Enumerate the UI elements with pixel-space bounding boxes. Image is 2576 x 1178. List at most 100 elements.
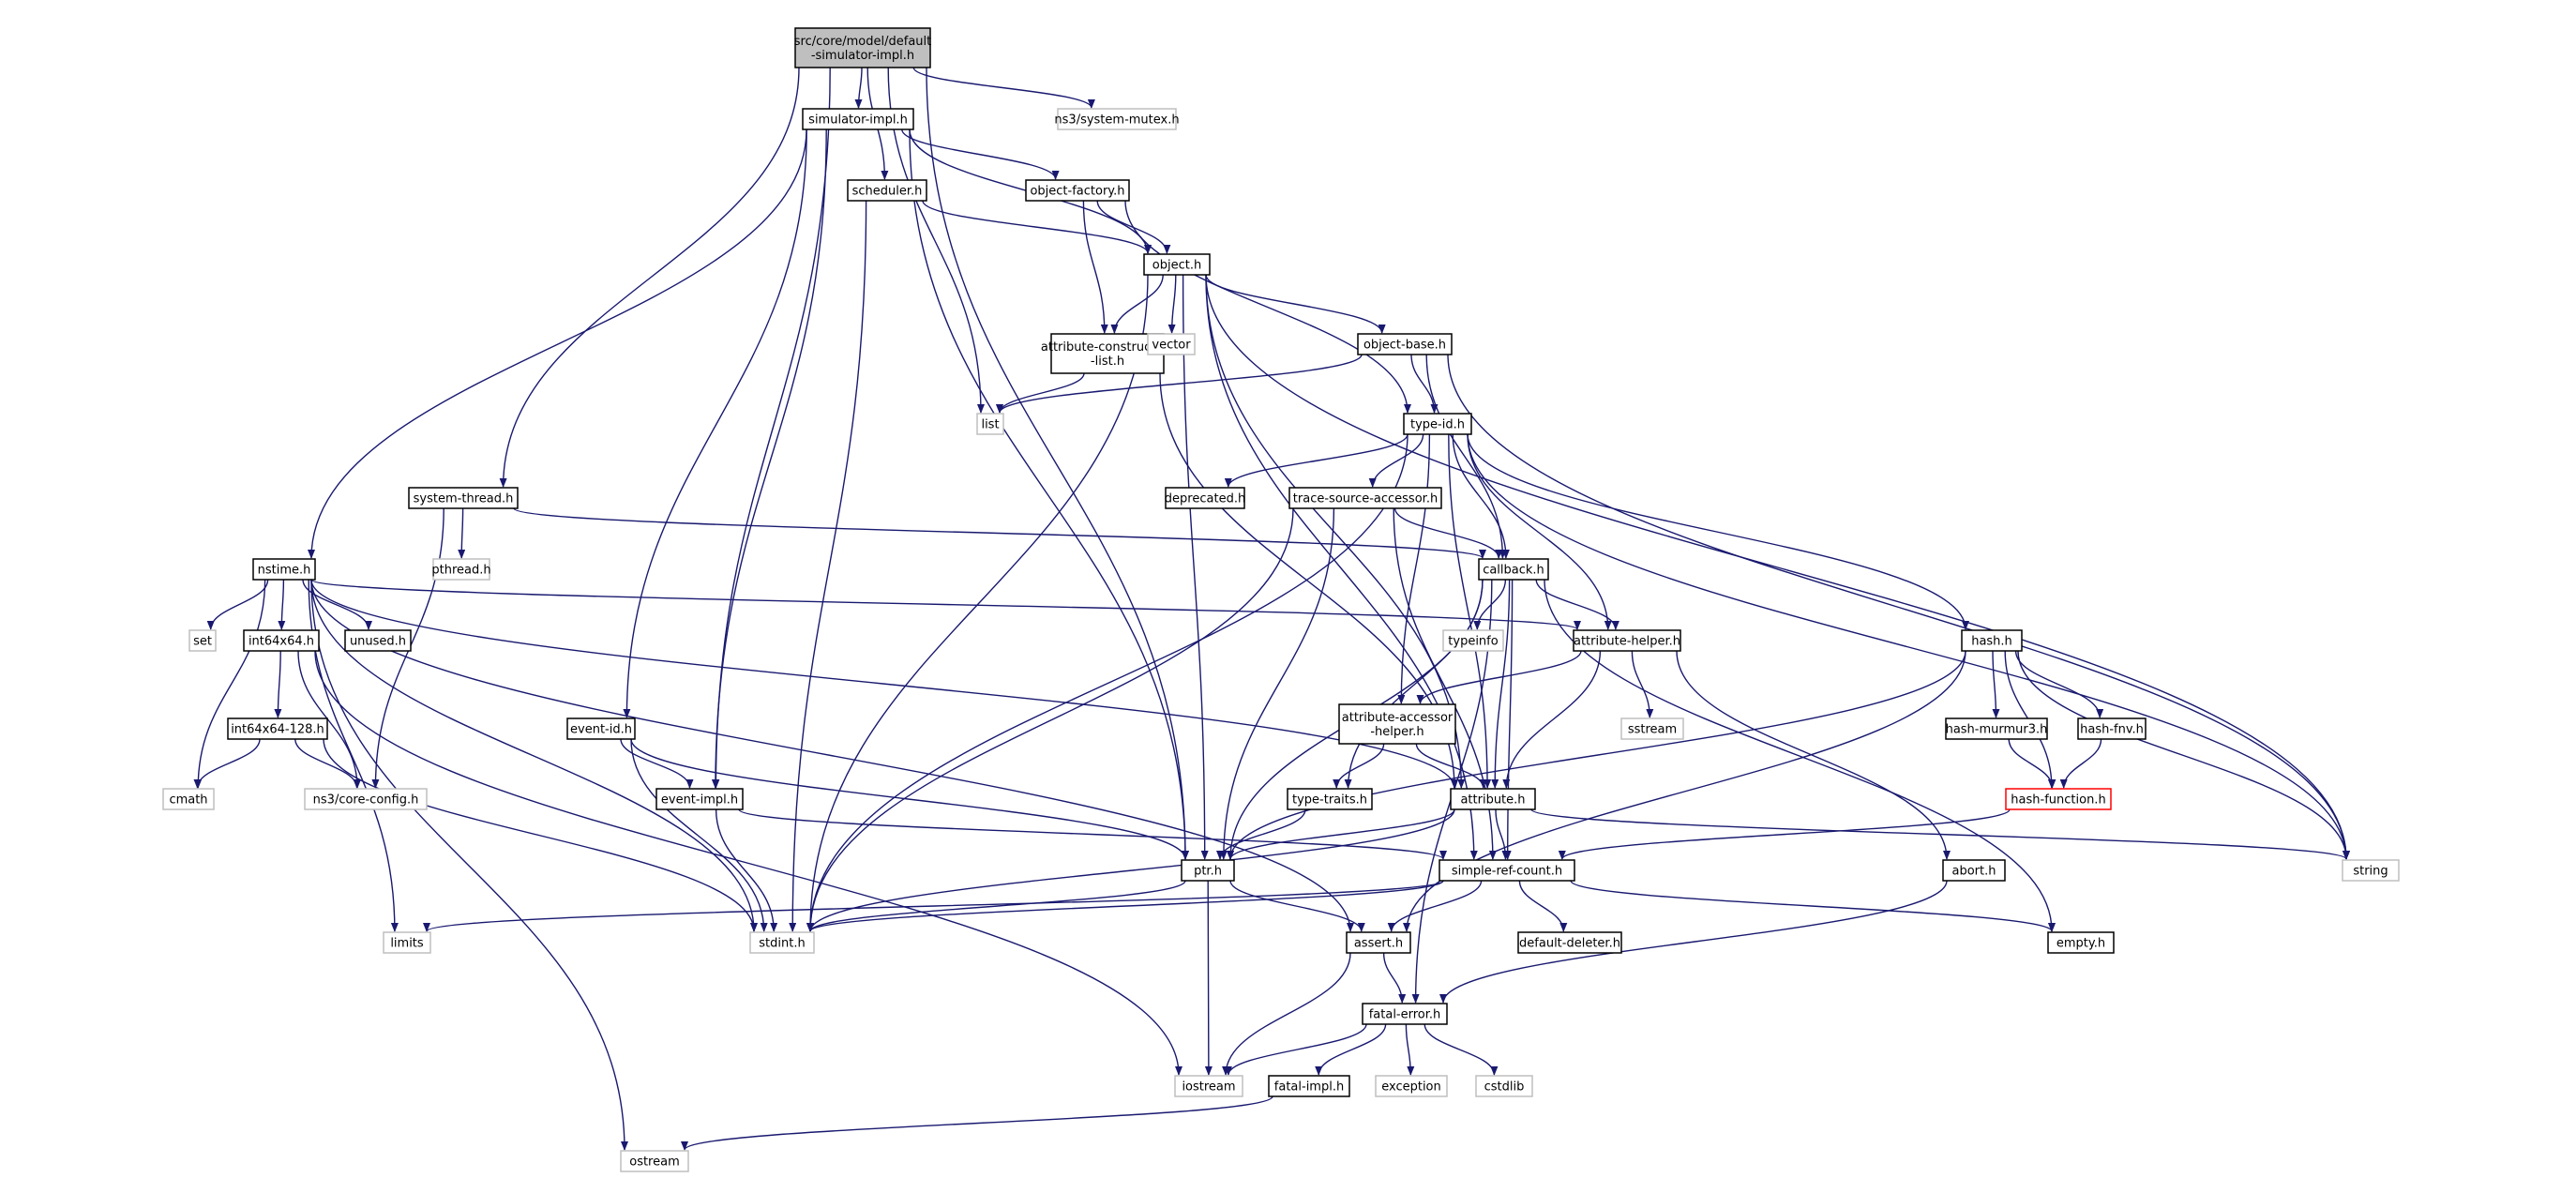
- node-hash[interactable]: hash.h: [1961, 629, 2023, 652]
- node-label-object-factory: object-factory.h: [1030, 185, 1124, 199]
- node-assert[interactable]: assert.h: [1346, 931, 1411, 954]
- node-unused[interactable]: unused.h: [344, 629, 412, 652]
- edge-fatal-error-to-cstdlib: [1424, 1023, 1499, 1076]
- node-label-pthread: pthread.h: [431, 564, 490, 578]
- node-event-impl[interactable]: event-impl.h: [655, 788, 744, 810]
- edge-int64x64-128-to-stdint: [323, 738, 758, 932]
- node-label-ptr: ptr.h: [1194, 865, 1222, 879]
- node-system-thread[interactable]: system-thread.h: [408, 487, 519, 509]
- node-attribute-helper[interactable]: attribute-helper.h: [1573, 629, 1681, 652]
- edge-root-to-ptr: [926, 67, 1189, 860]
- node-default-deleter[interactable]: default-deleter.h: [1517, 931, 1622, 954]
- edge-object-to-vector: [1167, 274, 1177, 334]
- edge-object-base-to-list: [996, 354, 1363, 414]
- node-label-attribute: attribute.h: [1460, 793, 1525, 808]
- node-box-event-impl: [655, 788, 744, 810]
- node-box-assert: [1346, 931, 1411, 954]
- node-root[interactable]: src/core/model/default-simulator-impl.h: [794, 27, 932, 68]
- node-label-stdint: stdint.h: [759, 937, 805, 951]
- edge-int64x64-128-to-cmath: [193, 738, 261, 789]
- node-label-attr-accessor-helper-2: -helper.h: [1370, 725, 1424, 739]
- node-hash-murmur3[interactable]: hash-murmur3.h: [1945, 717, 2048, 740]
- node-label-root-2: -simulator-impl.h: [811, 49, 914, 63]
- edge-type-traits-to-ptr: [1216, 808, 1306, 860]
- node-box-type-id: [1403, 413, 1472, 435]
- node-abort[interactable]: abort.h: [1942, 859, 2006, 882]
- node-callback[interactable]: callback.h: [1478, 558, 1549, 581]
- edge-event-id-to-ptr: [630, 738, 1189, 860]
- edge-root-to-event-impl: [712, 67, 831, 789]
- edge-system-thread-to-pthread: [458, 507, 466, 559]
- edge-assert-to-fatal-error: [1382, 952, 1407, 1004]
- node-hash-fnv[interactable]: hash-fnv.h: [2077, 717, 2147, 740]
- node-label-hash-function: hash-function.h: [2011, 793, 2105, 808]
- edge-nstime-to-attribute: [310, 579, 1458, 789]
- node-box-trace-source-accessor: [1288, 487, 1442, 509]
- edge-object-to-object-base: [1205, 274, 1386, 334]
- node-ns3-core-config: ns3/core-config.h: [304, 788, 428, 810]
- node-label-int64x64-128: int64x64-128.h: [231, 723, 324, 737]
- edge-assert-to-iostream: [1222, 952, 1351, 1076]
- node-int64x64[interactable]: int64x64.h: [243, 629, 320, 652]
- node-simulator-impl[interactable]: simulator-impl.h: [802, 108, 914, 130]
- node-box-int64x64-128: [227, 717, 328, 740]
- node-iostream: iostream: [1174, 1075, 1243, 1097]
- node-label-assert: assert.h: [1354, 937, 1403, 951]
- node-stdint: stdint.h: [749, 931, 815, 954]
- edge-int64x64-128-to-ns3-core-config: [294, 738, 361, 789]
- node-event-id[interactable]: event-id.h: [566, 717, 636, 740]
- node-attribute[interactable]: attribute.h: [1450, 788, 1536, 810]
- node-type-traits[interactable]: type-traits.h: [1287, 788, 1373, 810]
- node-object-base[interactable]: object-base.h: [1357, 333, 1453, 355]
- node-label-cstdlib: cstdlib: [1484, 1080, 1525, 1095]
- edge-hash-fnv-to-hash-function: [2059, 738, 2102, 789]
- node-box-attribute-helper: [1573, 629, 1681, 652]
- edge-nstime-to-attribute-helper: [310, 579, 1581, 630]
- node-empty[interactable]: empty.h: [2047, 931, 2115, 954]
- edge-object-base-to-callback: [1425, 354, 1507, 559]
- edge-simple-ref-count-to-default-deleter: [1518, 880, 1568, 932]
- node-box-unused: [344, 629, 412, 652]
- node-box-object: [1143, 253, 1211, 276]
- node-box-exception: [1375, 1075, 1448, 1097]
- node-label-empty: empty.h: [2056, 937, 2105, 951]
- edge-hash-to-assert: [1403, 650, 1966, 932]
- node-simple-ref-count[interactable]: simple-ref-count.h: [1439, 859, 1575, 882]
- node-box-callback: [1478, 558, 1549, 581]
- edge-system-thread-to-callback: [513, 507, 1486, 559]
- node-box-type-traits: [1287, 788, 1373, 810]
- node-box-set: [188, 629, 217, 652]
- node-box-deprecated: [1165, 487, 1245, 509]
- node-label-attribute-helper: attribute-helper.h: [1574, 635, 1680, 649]
- node-deprecated[interactable]: deprecated.h: [1165, 487, 1245, 509]
- node-int64x64-128[interactable]: int64x64-128.h: [227, 717, 328, 740]
- node-object[interactable]: object.h: [1143, 253, 1211, 276]
- edge-attribute-to-stdint: [806, 808, 1455, 932]
- node-box-nstime: [252, 558, 316, 581]
- edge-nstime-to-stdint: [310, 579, 758, 932]
- edge-callback-to-simple-ref-count: [1503, 579, 1514, 860]
- node-label-typeinfo: typeinfo: [1448, 635, 1498, 649]
- node-label-fatal-impl: fatal-impl.h: [1274, 1080, 1344, 1095]
- node-object-factory[interactable]: object-factory.h: [1025, 179, 1130, 202]
- node-attr-construction-list[interactable]: attribute-construction-list.h: [1041, 333, 1174, 374]
- node-box-sstream: [1620, 717, 1684, 740]
- node-fatal-error[interactable]: fatal-error.h: [1362, 1003, 1448, 1025]
- node-ptr[interactable]: ptr.h: [1181, 859, 1235, 882]
- node-fatal-impl[interactable]: fatal-impl.h: [1268, 1075, 1350, 1097]
- node-type-id[interactable]: type-id.h: [1403, 413, 1472, 435]
- node-trace-source-accessor[interactable]: trace-source-accessor.h: [1288, 487, 1442, 509]
- node-attr-accessor-helper[interactable]: attribute-accessor-helper.h: [1338, 703, 1456, 745]
- node-label-ostream: ostream: [629, 1155, 680, 1170]
- node-scheduler[interactable]: scheduler.h: [847, 179, 927, 202]
- edge-scheduler-to-object: [922, 200, 1152, 254]
- edge-attr-construction-list-to-list: [996, 372, 1085, 414]
- edge-object-to-attr-construction-list: [1110, 274, 1164, 334]
- node-nstime[interactable]: nstime.h: [252, 558, 316, 581]
- node-label-event-id: event-id.h: [570, 723, 632, 737]
- node-label-fatal-error: fatal-error.h: [1369, 1008, 1441, 1022]
- edge-simple-ref-count-to-stdint: [806, 880, 1444, 932]
- node-hash-function[interactable]: hash-function.h: [2005, 788, 2112, 810]
- node-box-attr-construction-list: [1050, 333, 1165, 374]
- edge-ptr-to-iostream: [1204, 880, 1213, 1076]
